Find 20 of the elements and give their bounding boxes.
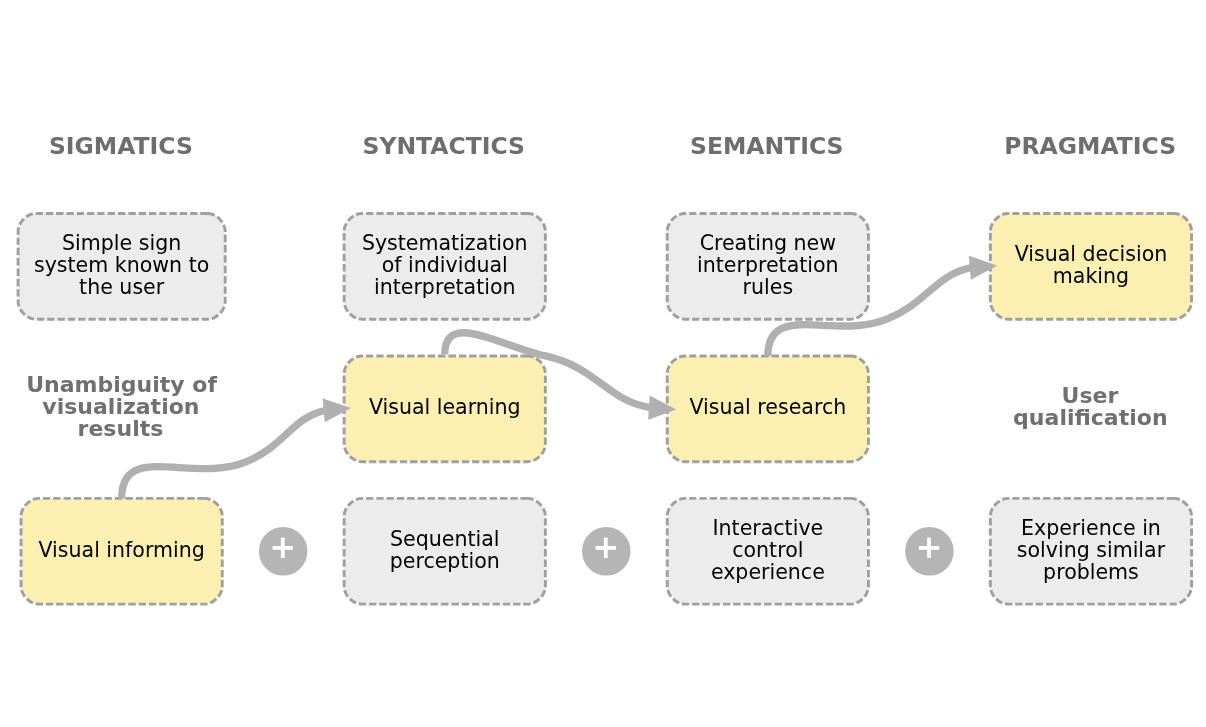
node-box: Simple sign system known to the user bbox=[16, 211, 227, 321]
node-box: Visual learning bbox=[342, 353, 547, 463]
node-box: Creating new interpretation rules bbox=[665, 211, 870, 321]
label: + bbox=[915, 527, 943, 566]
label: SIGMATICS bbox=[48, 131, 193, 160]
node-box: Visual decision making bbox=[988, 211, 1194, 321]
arrow bbox=[441, 328, 677, 420]
label: User qualification bbox=[1013, 382, 1168, 430]
label: + bbox=[592, 527, 620, 566]
node-box: Experience in solving similar problems bbox=[988, 496, 1194, 606]
node-box: Visual research bbox=[665, 353, 870, 463]
label: SYNTACTICS bbox=[362, 131, 526, 160]
label: SEMANTICS bbox=[690, 131, 844, 160]
label: + bbox=[269, 527, 297, 566]
node-box: Systematization of individual interpretation bbox=[342, 211, 547, 321]
label: PRAGMATICS bbox=[1004, 131, 1177, 160]
label: Unambiguity of visualization results bbox=[26, 371, 218, 441]
node-box: Interactive control experience bbox=[665, 496, 870, 606]
node-box: Sequential perception bbox=[342, 496, 547, 606]
node-box: Visual informing bbox=[19, 496, 224, 606]
